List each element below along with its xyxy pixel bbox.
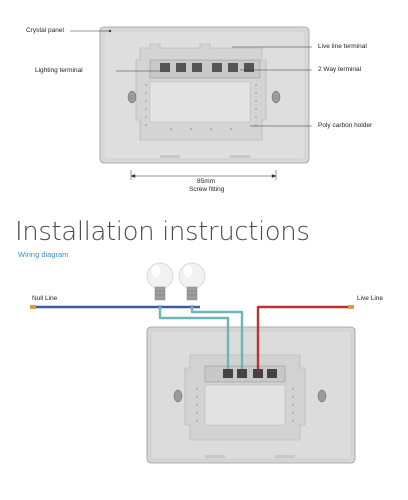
installation-title: Installation instructions <box>15 217 310 247</box>
two-way-terminal-label: 2 Way terminal <box>318 66 362 73</box>
bottom-terminals <box>223 369 277 378</box>
poly-carbon-holder-label: Poly carbon holder <box>318 122 373 129</box>
screw-fitting-label: Screw fitting <box>189 186 225 193</box>
bulb2-wire <box>190 305 244 372</box>
dimension-label: 85mm <box>197 178 216 185</box>
live-line-label: Live Line <box>357 295 384 302</box>
wiring-diagram-subtitle: Wiring diagram <box>18 250 69 259</box>
top-leader-lines <box>70 29 312 180</box>
live-line-terminal-label: Live line terminal <box>318 43 367 50</box>
lighting-terminal-label: Lighting terminal <box>35 67 83 74</box>
live-wire <box>256 305 350 372</box>
crystal-panel-label: Crystal panel <box>26 27 64 34</box>
light-bulb-1-icon <box>146 262 174 301</box>
light-bulb-2-icon <box>178 262 206 301</box>
top-switch-panel <box>99 26 310 164</box>
null-line-label: Null Line <box>32 295 58 302</box>
wiring <box>30 305 354 372</box>
bottom-switch-panel <box>146 326 356 464</box>
bulb1-wire <box>158 305 230 372</box>
